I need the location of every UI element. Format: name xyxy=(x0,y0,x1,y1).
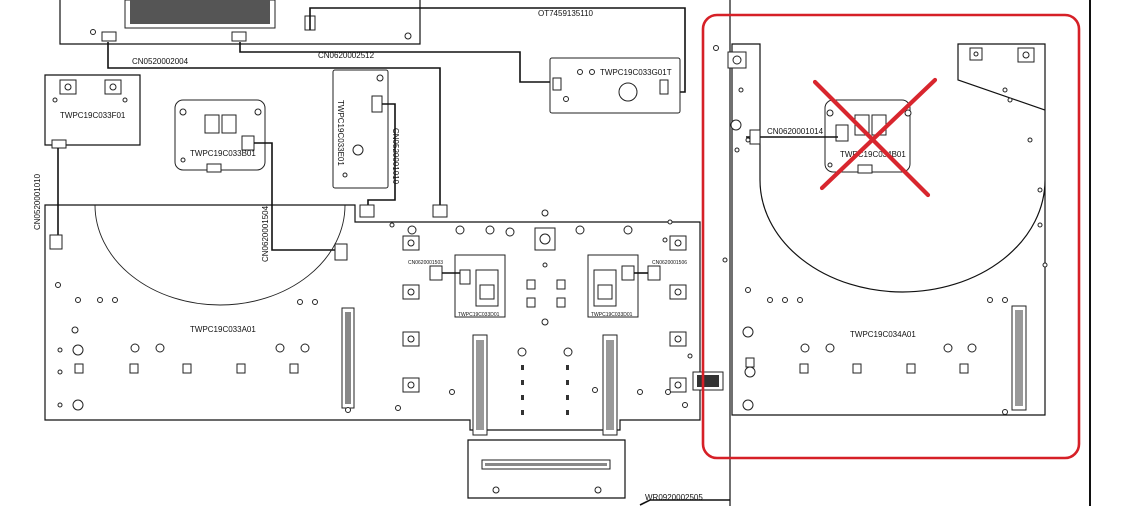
label-board-b01: TWPC19C033B01 xyxy=(190,149,256,158)
label-cn0520002004: CN0520002004 xyxy=(132,57,189,66)
board-b01: TWPC19C033B01 xyxy=(174,99,266,173)
label-board-a01-right: TWPC19C034A01 xyxy=(850,330,916,339)
bottom-bar-board xyxy=(467,439,626,499)
label-ot-cable: OT7459135110 xyxy=(538,9,594,18)
wr-cable: WR0920002505 xyxy=(639,493,730,506)
label-board-d01-right: TWPC19C033D01 xyxy=(591,312,633,318)
label-cn0620001504: CN0620001504 xyxy=(261,205,270,262)
wire-cn0520001010: CN0520001010 xyxy=(367,103,400,208)
label-board-g01t: TWPC19C033G01T xyxy=(600,68,672,77)
wire-cn0620002512: CN0620002512 xyxy=(239,42,555,83)
wire-cn0520001010-left: CN0520001010 xyxy=(33,148,59,240)
label-cn0520001010-left: CN0520001010 xyxy=(33,173,42,230)
board-a01-left: TWPC19C033A01 xyxy=(44,204,701,431)
board-a01-right: TWPC19C034A01 xyxy=(713,43,1048,416)
board-bridge-connector xyxy=(692,371,724,391)
highlight-box xyxy=(701,13,1081,460)
label-cn0520001010: CN0520001010 xyxy=(391,128,400,185)
label-cn0620001014: CN0620001014 xyxy=(767,127,824,136)
wire-cn0620001504: CN0620001504 xyxy=(254,142,338,262)
wire-cn0520002004: CN0520002004 xyxy=(107,42,441,205)
label-cn-small-left: CN0620001503 xyxy=(408,260,443,266)
label-cn0620002512: CN0620002512 xyxy=(318,51,375,60)
label-board-b01-right: TWPC19C034B01 xyxy=(840,150,906,159)
label-wr-cable: WR0920002505 xyxy=(645,493,703,502)
label-board-a01: TWPC19C033A01 xyxy=(190,325,256,334)
label-board-f01: TWPC19C033F01 xyxy=(60,111,126,120)
board-f01: TWPC19C033F01 xyxy=(44,74,141,149)
board-e01: TWPC19C033E01 xyxy=(332,69,389,189)
board-g01t: TWPC19C033G01T xyxy=(549,57,681,114)
cross-out-mark xyxy=(812,77,938,198)
center-control-area: TWPC19C033D01 CN0620001503 TWPC19C033D01… xyxy=(389,209,693,436)
top-power-board xyxy=(59,0,421,45)
label-board-e01: TWPC19C033E01 xyxy=(336,100,345,166)
wire-cn0620001014: CN0620001014 xyxy=(746,127,838,145)
label-board-d01-left: TWPC19C033D01 xyxy=(458,312,500,318)
label-cn-small-right: CN0620001506 xyxy=(652,260,687,266)
